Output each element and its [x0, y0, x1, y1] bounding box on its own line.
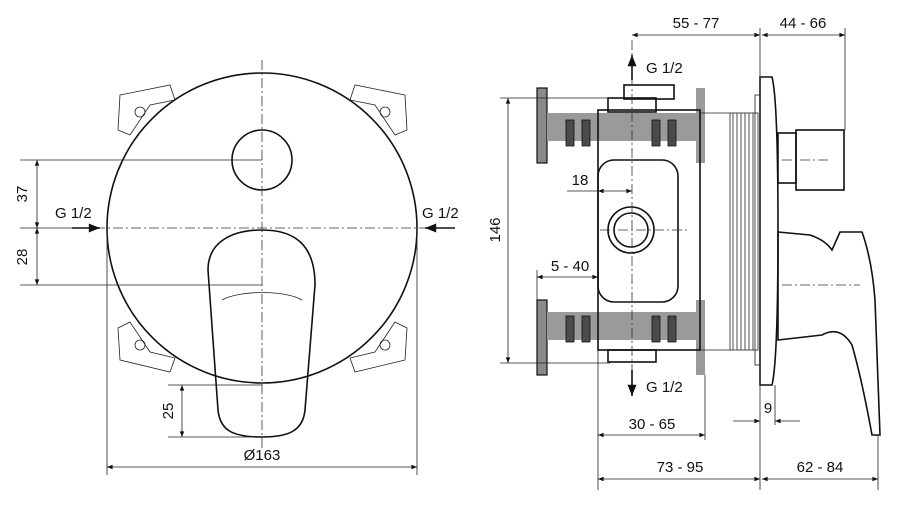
dim-30-65: 30 - 65: [629, 416, 676, 433]
side-view: 55 - 77 44 - 66 146 18 5 - 40 30 - 65 9 …: [487, 15, 881, 490]
inlet-label-right: G 1/2: [422, 205, 459, 222]
mounting-brackets: [117, 84, 408, 373]
thread: [700, 112, 759, 351]
dim-37: 37: [14, 186, 31, 203]
wall-plate: [759, 76, 779, 386]
dim-diameter: Ø163: [244, 447, 281, 464]
front-view: 37 28 25 Ø163 G 1/2 G 1/2: [14, 60, 459, 475]
dim-55-77: 55 - 77: [673, 15, 720, 32]
dim-18: 18: [572, 172, 589, 189]
pipe-fittings: [536, 87, 705, 376]
lever-side: [777, 231, 881, 436]
dim-9: 9: [764, 400, 772, 417]
inlet-label-left: G 1/2: [55, 205, 92, 222]
dim-73-95: 73 - 95: [657, 459, 704, 476]
dim-62-84: 62 - 84: [797, 459, 844, 476]
dim-25: 25: [160, 403, 177, 420]
dim-5-40: 5 - 40: [551, 258, 589, 275]
mixer-lever: [207, 229, 316, 438]
dim-44-66: 44 - 66: [780, 15, 827, 32]
outlet-label-bottom: G 1/2: [646, 379, 683, 396]
outlet-label-top: G 1/2: [646, 60, 683, 77]
dim-146: 146: [487, 217, 504, 242]
diverter-side: [777, 132, 797, 184]
dim-28: 28: [14, 249, 31, 266]
